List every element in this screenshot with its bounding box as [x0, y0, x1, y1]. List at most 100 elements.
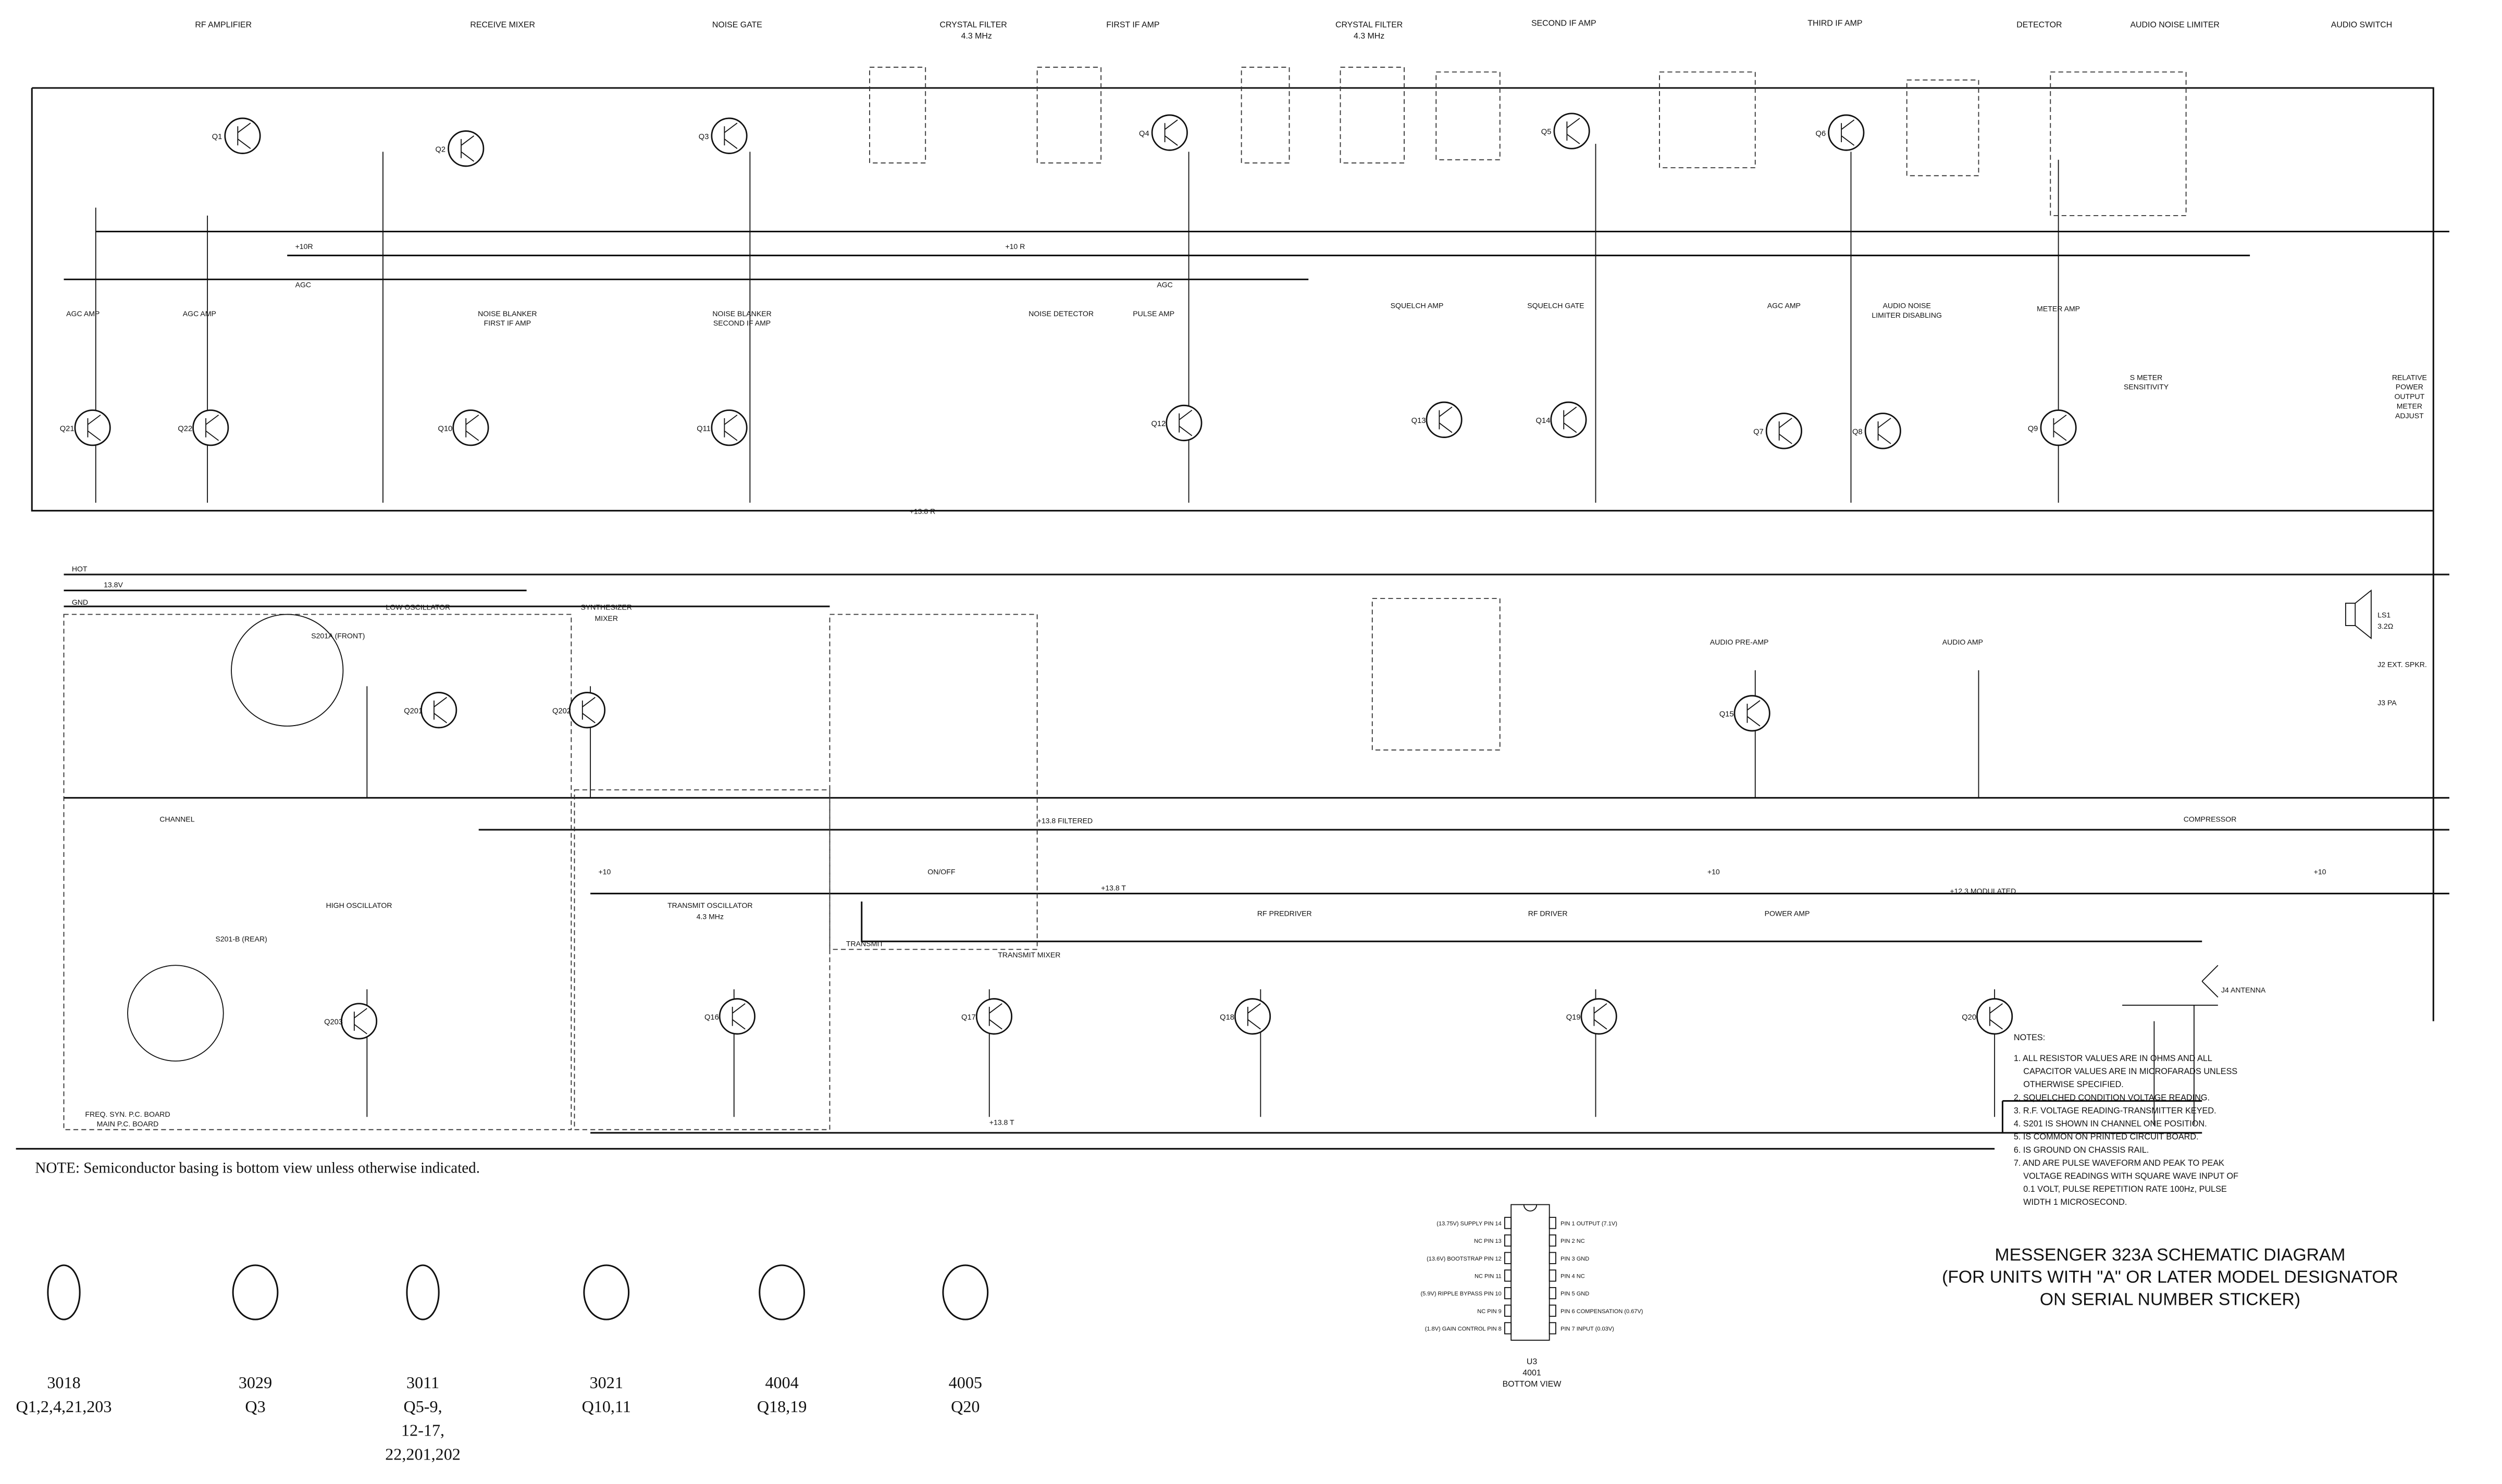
transistor-label: Q5 — [1541, 128, 1552, 136]
transistor-label: Q3 — [699, 133, 709, 141]
label-rf-driver: RF DRIVER — [1528, 909, 1568, 917]
transistor-q13: Q13 — [1411, 401, 1463, 438]
pa-label: J3 PA — [2377, 699, 2397, 707]
label-freq-syn-board: FREQ. SYN. P.C. BOARD — [85, 1110, 170, 1118]
label-power: POWER — [2396, 383, 2423, 391]
note-line: 5. IS COMMON ON PRINTED CIRCUIT BOARD. — [2014, 1132, 2199, 1142]
transistor-symbol — [1151, 114, 1188, 151]
transistor-symbol — [74, 409, 111, 446]
label-high-oscillator: HIGH OSCILLATOR — [326, 901, 392, 909]
transistor-symbol — [2040, 409, 2077, 446]
diagram-title: MESSENGER 323A SCHEMATIC DIAGRAM (FOR UN… — [1942, 1245, 2398, 1310]
label-output: OUTPUT — [2394, 392, 2424, 401]
u3-pin-label: (1.8V) GAIN CONTROL PIN 8 — [1425, 1326, 1502, 1332]
label-transmit: TRANSMIT — [846, 939, 884, 947]
label-audio-noise: AUDIO NOISE — [1883, 302, 1931, 310]
transmit-switch-outline — [829, 614, 1038, 950]
freq-syn-board-outline — [63, 614, 572, 1130]
section-labels-mid: AGC AMP AGC AMP NOISE BLANKER FIRST IF A… — [66, 302, 2427, 420]
transistor-symbol — [192, 409, 229, 446]
label-relative: RELATIVE — [2392, 373, 2427, 381]
rail-13-8v: 13.8V — [104, 580, 123, 589]
transistor-q201: Q201 — [404, 692, 457, 729]
transistor-case-icon — [583, 1264, 630, 1320]
rail-hot: HOT — [72, 565, 88, 573]
label-low-oscillator: LOW OSCILLATOR — [386, 603, 450, 611]
transistor-q10: Q10 — [438, 409, 489, 446]
transistor-case-icon — [759, 1264, 806, 1320]
label-noise-blanker-1: NOISE BLANKER — [478, 309, 537, 318]
note-line: 4. S201 IS SHOWN IN CHANNEL ONE POSITION… — [2014, 1119, 2207, 1129]
label-synthesizer: SYNTHESIZER — [580, 603, 632, 611]
label-third-if-amp: THIRD IF AMP — [1807, 19, 1862, 28]
channel-label: CHANNEL — [159, 815, 194, 824]
label-mixer: MIXER — [594, 614, 618, 622]
label-crystal-filter-1-freq: 4.3 MHz — [961, 32, 992, 41]
label-noise-blanker-2: NOISE BLANKER — [712, 309, 771, 318]
label-rf-amplifier: RF AMPLIFIER — [195, 21, 252, 30]
label-transmit-oscillator: TRANSMIT OSCILLATOR — [667, 901, 753, 909]
u3-view: BOTTOM VIEW — [1503, 1380, 1562, 1389]
note-line: WIDTH 1 MICROSECOND. — [2023, 1198, 2127, 1207]
speaker-ohm: 3.2Ω — [2377, 622, 2393, 630]
rail-plus13-8r: +13.8 R — [910, 507, 936, 516]
label-compressor: COMPRESSOR — [2184, 815, 2237, 824]
transistor-label: Q14 — [1536, 417, 1551, 425]
section-labels-low: LOW OSCILLATOR SYNTHESIZER MIXER AUDIO P… — [85, 603, 2236, 1128]
transistor-symbol — [1234, 998, 1271, 1035]
label-audio-pre-amp: AUDIO PRE-AMP — [1710, 638, 1769, 646]
transistor-label: Q203 — [324, 1018, 343, 1027]
transistor-q3: Q3 — [699, 117, 748, 154]
transistor-q11: Q11 — [697, 409, 748, 446]
transistor-q20: Q20 — [1962, 998, 2013, 1035]
label-agc-amp-1: AGC AMP — [66, 309, 100, 318]
transistor-q2: Q2 — [435, 130, 485, 167]
transistor-symbol — [1765, 413, 1802, 450]
transistor-symbol — [452, 409, 489, 446]
rail-agc-a: AGC — [295, 281, 312, 289]
note-line: VOLTAGE READINGS WITH SQUARE WAVE INPUT … — [2023, 1171, 2238, 1181]
basing-usage: Q3 — [245, 1397, 265, 1416]
transistor-q4: Q4 — [1139, 114, 1188, 151]
s201a-label: S201A (FRONT) — [311, 631, 365, 640]
label-power-amp: POWER AMP — [1765, 909, 1810, 917]
label-noise-gate: NOISE GATE — [712, 21, 762, 30]
label-noise-detector: NOISE DETECTOR — [1029, 309, 1094, 318]
label-crystal-filter-2-freq: 4.3 MHz — [1354, 32, 1384, 41]
u3-pin-label: (13.6V) BOOTSTRAP PIN 12 — [1427, 1256, 1502, 1262]
label-squelch-gate: SQUELCH GATE — [1527, 302, 1584, 310]
basing-usage: 12-17, — [401, 1421, 444, 1440]
notes-heading: NOTES: — [2014, 1033, 2045, 1042]
antenna-label: J4 ANTENNA — [2221, 986, 2266, 994]
basing-type: 4004 — [765, 1373, 798, 1392]
transistor-q6: Q6 — [1816, 114, 1865, 151]
label-first-if-amp-nb: FIRST IF AMP — [484, 319, 531, 327]
transistor-label: Q22 — [178, 425, 192, 433]
u3-pin-label: (5.9V) RIPPLE BYPASS PIN 10 — [1421, 1291, 1502, 1297]
label-detector: DETECTOR — [2016, 21, 2062, 30]
transistor-q1: Q1 — [212, 117, 261, 154]
transistor-case-icon — [47, 1264, 81, 1320]
transistor-label: Q4 — [1139, 130, 1149, 138]
basing-type: 3021 — [590, 1373, 623, 1392]
transistor-q8: Q8 — [1852, 413, 1901, 450]
note-line: 0.1 VOLT, PULSE REPETITION RATE 100Hz, P… — [2023, 1184, 2227, 1194]
speaker-icon — [2345, 603, 2356, 626]
transistor-label: Q2 — [435, 145, 445, 154]
transistor-symbol — [1828, 114, 1865, 151]
transistor-q7: Q7 — [1753, 413, 1802, 450]
title-line-2: (FOR UNITS WITH "A" OR LATER MODEL DESIG… — [1942, 1268, 2398, 1287]
transistor-label: Q15 — [1719, 710, 1734, 719]
u3-pin-label: PIN 2 NC — [1560, 1238, 1585, 1244]
transistor-q203: Q203 — [324, 1003, 378, 1040]
label-second-if-amp-nb: SECOND IF AMP — [713, 319, 771, 327]
transistor-case-icon — [232, 1264, 279, 1320]
connector-labels: J4 ANTENNA LS1 3.2Ω J2 EXT. SPKR. J3 PA … — [159, 611, 2427, 994]
transistor-symbol — [1580, 998, 1617, 1035]
transistor-q14: Q14 — [1536, 401, 1587, 438]
rail-plus10r-b: +10 R — [1005, 242, 1025, 251]
label-agc-amp-3: AGC AMP — [1767, 302, 1801, 310]
